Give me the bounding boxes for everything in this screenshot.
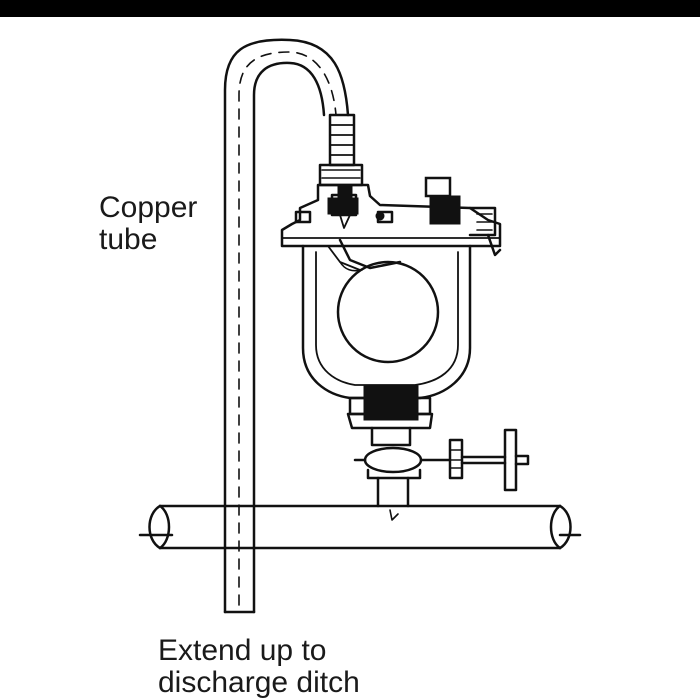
riser-nipple xyxy=(376,476,410,521)
isolation-valve xyxy=(353,426,530,492)
tube-fitting xyxy=(318,113,364,187)
valve-body xyxy=(301,238,472,400)
copper-tube-label: Copper tube xyxy=(99,191,198,256)
plug-top xyxy=(424,176,452,198)
threaded-inlet-fill xyxy=(363,385,419,421)
copper-tube xyxy=(223,38,350,614)
float-ball xyxy=(336,260,440,364)
handwheel xyxy=(503,428,518,492)
discharge-ditch-label: Extend up to discharge ditch xyxy=(158,634,360,699)
plug-body xyxy=(429,195,461,225)
main-pipe xyxy=(138,504,582,550)
valve-cover xyxy=(280,183,502,257)
top-black-banner xyxy=(0,0,700,17)
